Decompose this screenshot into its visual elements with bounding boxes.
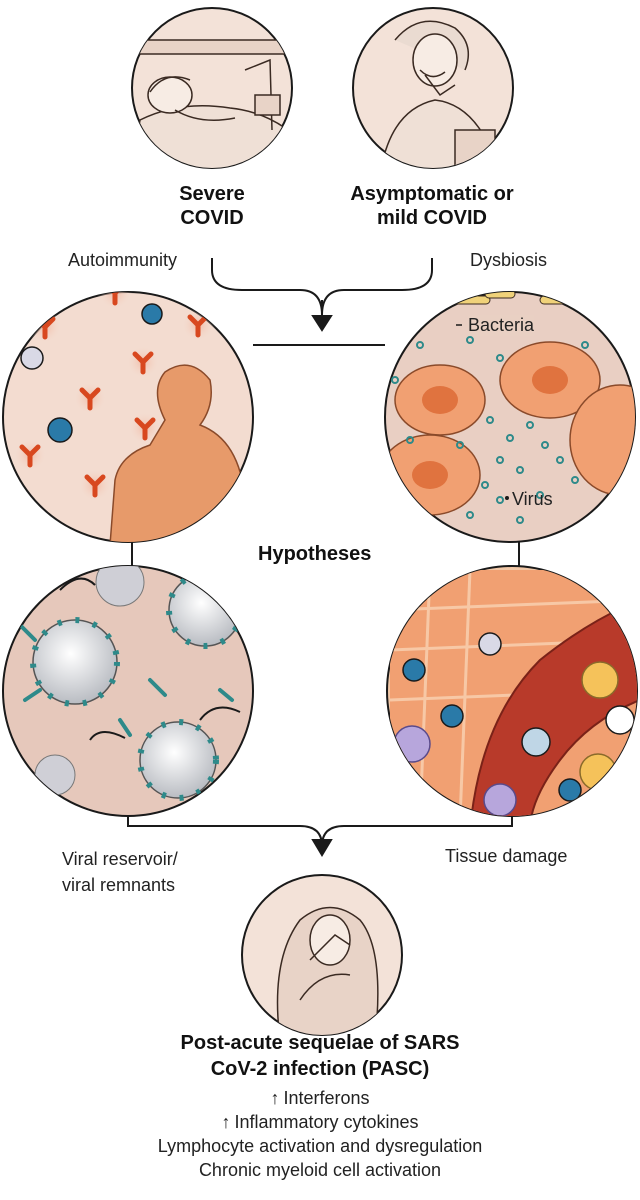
up-arrow-icon: ↑	[270, 1088, 280, 1108]
severe-covid-illustration	[131, 7, 293, 169]
virus-particles	[391, 336, 589, 524]
viral-reservoir-illustration	[2, 565, 254, 817]
pasc-feature-item: ↑Inflammatory cytokines	[221, 1112, 419, 1132]
pasc-feature-item: Chronic myeloid cell activation	[198, 1160, 442, 1180]
hypotheses-label: Hypotheses	[258, 543, 372, 565]
connector-lines	[127, 258, 520, 857]
seated-figure	[109, 364, 246, 542]
bacteria-label: Bacteria	[468, 315, 535, 336]
antibody-icon	[12, 292, 216, 503]
mild-covid-illustration	[352, 7, 514, 169]
up-arrow-icon: ↑	[221, 1112, 231, 1132]
pasc-feature-item: ↑Interferons	[270, 1088, 370, 1108]
pasc-illustration	[241, 874, 403, 1036]
tissue-damage-label: Tissue damage	[445, 846, 568, 866]
tissue-damage-illustration	[386, 565, 638, 817]
virus-icon	[30, 566, 244, 801]
pasc-features-list: ↑Interferons ↑Inflammatory cytokines Lym…	[0, 1086, 640, 1182]
pasc-feature-item: Lymphocyte activation and dysregulation	[157, 1136, 483, 1156]
virus-label: Virus	[512, 489, 553, 509]
dysbiosis-illustration	[384, 291, 636, 543]
autoimmunity-illustration	[2, 291, 254, 543]
dysbiosis-label: Dysbiosis	[470, 250, 548, 270]
viral-reservoir-label: Viral reservoir/viral remnants	[62, 849, 178, 895]
autoimmunity-label: Autoimmunity	[68, 250, 178, 270]
